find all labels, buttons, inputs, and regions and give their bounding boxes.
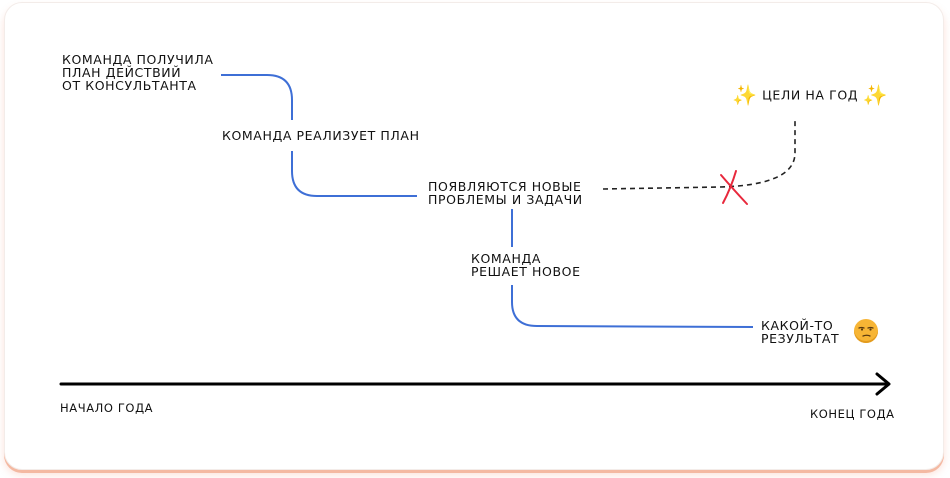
label-result-line-1: Какой-то bbox=[761, 318, 834, 333]
label-got-plan: Команда получила план действий от консул… bbox=[62, 52, 214, 93]
label-new-problems-line-1: Появляются новые bbox=[428, 179, 582, 194]
label-new-problems: Появляются новые проблемы и задачи bbox=[428, 180, 583, 206]
label-result: Какой-то результат bbox=[761, 318, 840, 346]
label-solves-new-line-1: Команда bbox=[471, 251, 541, 266]
plan-path-line bbox=[221, 74, 293, 120]
label-result-line-2: результат bbox=[761, 331, 840, 346]
solve-path-line bbox=[511, 285, 754, 328]
sparkles-icon: ✨ bbox=[862, 83, 889, 107]
label-implements: Команда реализует план bbox=[222, 128, 420, 143]
red-cross-icon bbox=[720, 170, 748, 205]
axis-start-label: Начало года bbox=[60, 401, 154, 415]
axis-end-label: Конец года bbox=[810, 407, 895, 421]
goals-dashed-line bbox=[602, 119, 796, 190]
label-got-plan-line-2: план действий bbox=[62, 65, 182, 80]
timeline-arrowhead bbox=[875, 372, 891, 396]
implement-path-line bbox=[291, 151, 417, 197]
unamused-face-icon bbox=[854, 319, 878, 343]
label-goals-text: Цели на год bbox=[762, 87, 859, 103]
sparkles-icon: ✨ bbox=[732, 83, 758, 107]
label-goals: ✨ Цели на год ✨ bbox=[732, 85, 888, 105]
label-new-problems-line-2: проблемы и задачи bbox=[428, 192, 583, 207]
diagram-card: Команда получила план действий от консул… bbox=[4, 2, 944, 470]
label-got-plan-line-1: Команда получила bbox=[62, 52, 214, 67]
label-got-plan-line-3: от консультанта bbox=[62, 78, 197, 93]
label-solves-new: Команда решает новое bbox=[471, 252, 581, 278]
flow-diagram bbox=[59, 74, 891, 396]
label-solves-new-line-2: решает новое bbox=[471, 264, 581, 279]
